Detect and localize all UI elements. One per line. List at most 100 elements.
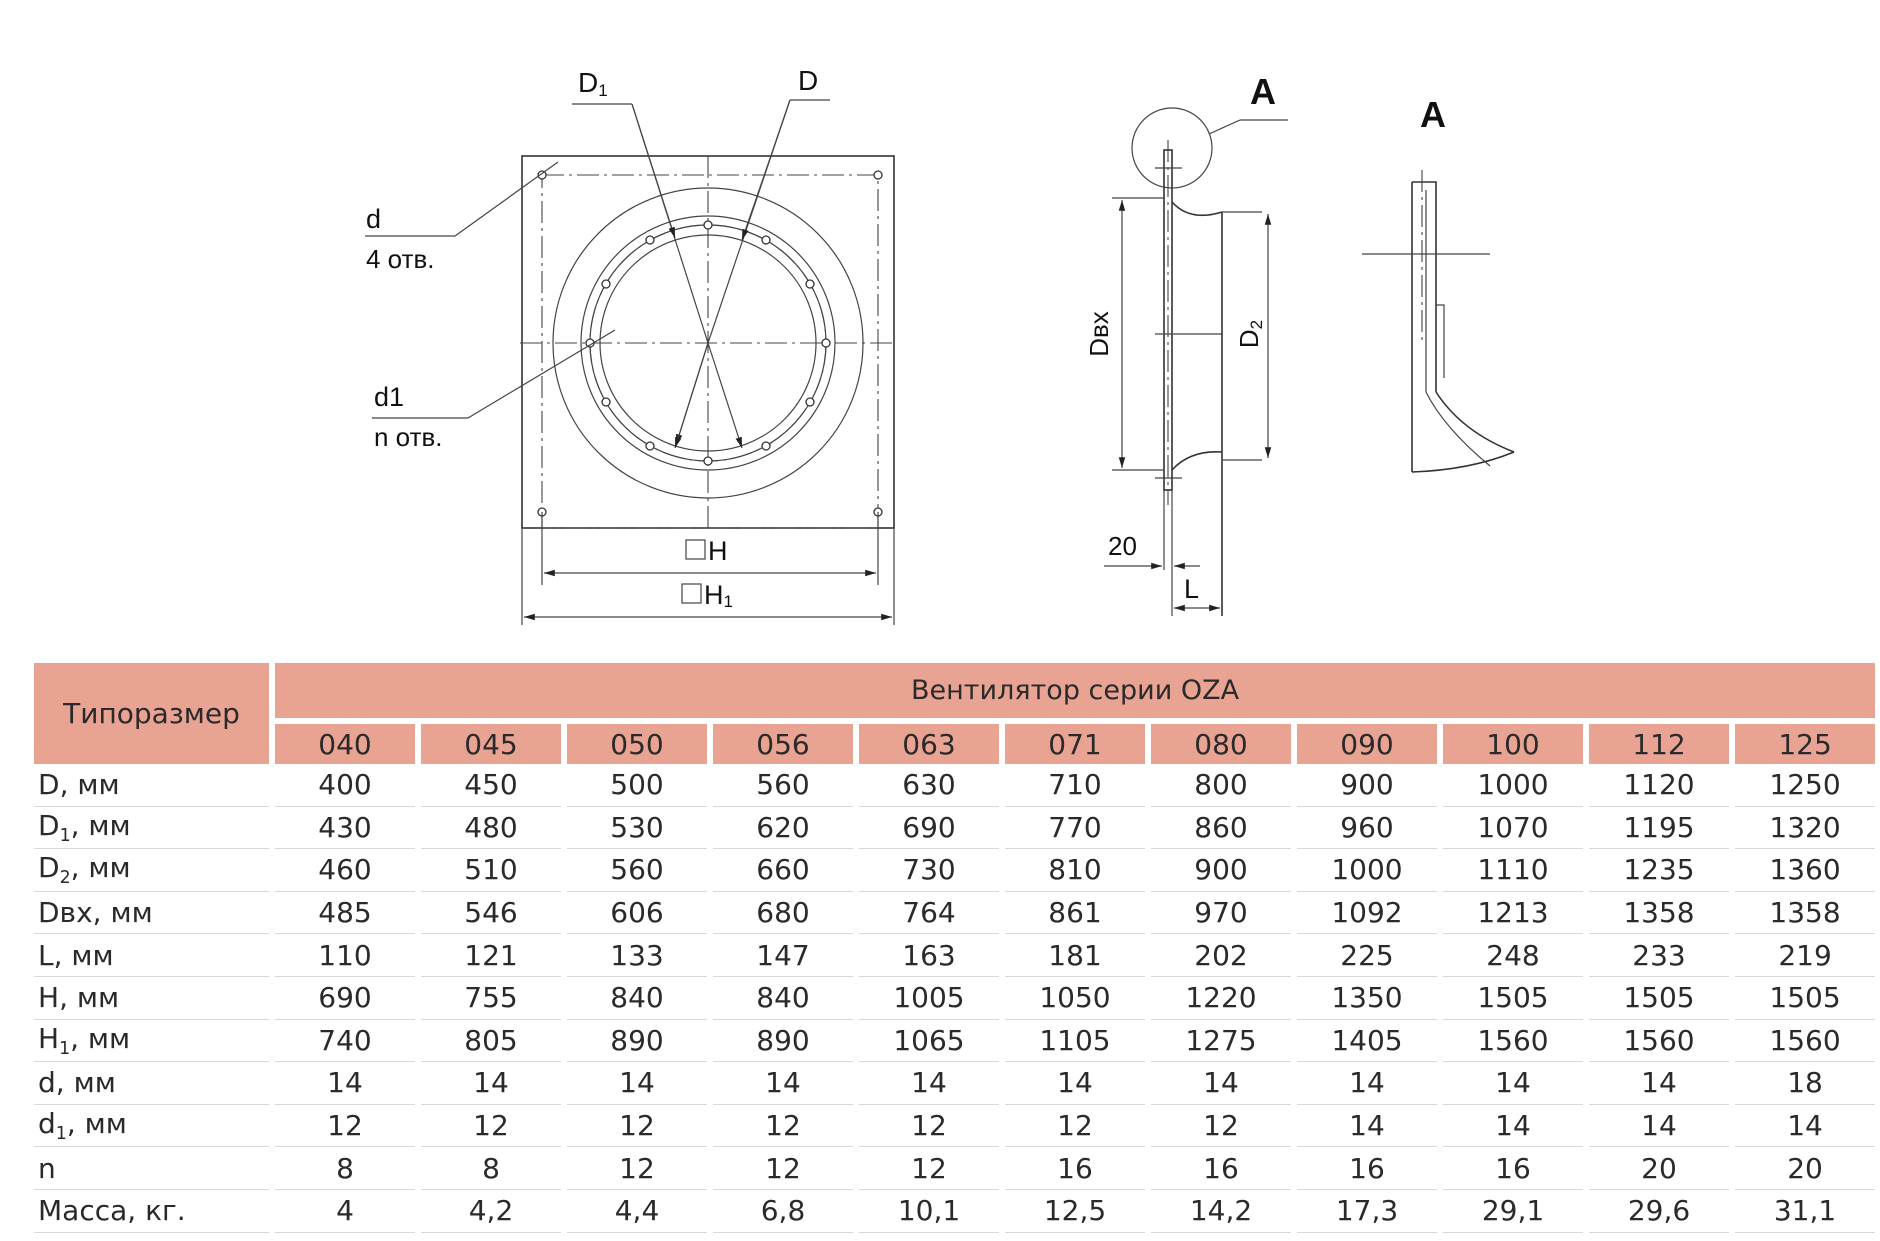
- table-cell: 147: [713, 934, 853, 977]
- table-cell: 1505: [1589, 977, 1729, 1020]
- label-D: D: [798, 65, 818, 96]
- table-cell: 1213: [1443, 892, 1583, 935]
- bolt-circle-outer: [580, 215, 836, 471]
- inner-square-H: [541, 174, 879, 529]
- label-d1: d1: [374, 382, 404, 412]
- table-cell: 163: [859, 934, 999, 977]
- table-cell: 1358: [1735, 892, 1876, 935]
- table-cell: 1000: [1297, 849, 1437, 892]
- table-cell: 12: [1151, 1105, 1291, 1148]
- table-cell: 970: [1151, 892, 1291, 935]
- inlet-circle: [599, 234, 817, 452]
- table-cell: 1560: [1589, 1020, 1729, 1063]
- table-cell: 16: [1297, 1147, 1437, 1190]
- table-cell: 1050: [1005, 977, 1145, 1020]
- row-label: D, мм: [34, 764, 269, 807]
- table-cell: 29,6: [1589, 1190, 1729, 1233]
- table-cell: 12: [859, 1147, 999, 1190]
- table-cell: 1065: [859, 1020, 999, 1063]
- flange-outer-circle: [552, 187, 864, 499]
- table-cell: 660: [713, 849, 853, 892]
- table-cell: 12: [421, 1105, 561, 1148]
- table-cell: 1250: [1735, 764, 1876, 807]
- table-cell: 1358: [1589, 892, 1729, 935]
- size-header-100: 100: [1443, 718, 1583, 764]
- table-cell: 1360: [1735, 849, 1876, 892]
- table-cell: 31,1: [1735, 1190, 1876, 1233]
- row-label: d1, мм: [34, 1105, 269, 1148]
- table-cell: 560: [567, 849, 707, 892]
- table-cell: 840: [567, 977, 707, 1020]
- table-cell: 12: [567, 1105, 707, 1148]
- table-cell: 546: [421, 892, 561, 935]
- table-cell: 14,2: [1151, 1190, 1291, 1233]
- table-cell: 181: [1005, 934, 1145, 977]
- table-cell: 510: [421, 849, 561, 892]
- table-cell: 12: [1005, 1105, 1145, 1148]
- corner-header: Типоразмер: [34, 663, 269, 764]
- table-cell: 861: [1005, 892, 1145, 935]
- table-cell: 14: [1589, 1062, 1729, 1105]
- table-cell: 14: [859, 1062, 999, 1105]
- table-cell: 202: [1151, 934, 1291, 977]
- label-d-holes: 4 отв.: [366, 244, 435, 274]
- table-cell: 233: [1589, 934, 1729, 977]
- table-cell: 1560: [1735, 1020, 1876, 1063]
- table-cell: 1005: [859, 977, 999, 1020]
- row-label: D1, мм: [34, 807, 269, 850]
- table-cell: 12: [567, 1147, 707, 1190]
- label-D1: D1: [578, 67, 608, 100]
- table-cell: 1505: [1735, 977, 1876, 1020]
- size-header-056: 056: [713, 718, 853, 764]
- table-cell: 14: [421, 1062, 561, 1105]
- table-cell: 530: [567, 807, 707, 850]
- table-cell: 755: [421, 977, 561, 1020]
- table-cell: 1000: [1443, 764, 1583, 807]
- table-cell: 1560: [1443, 1020, 1583, 1063]
- table-cell: 29,1: [1443, 1190, 1583, 1233]
- size-header-112: 112: [1589, 718, 1729, 764]
- size-header-040: 040: [275, 718, 415, 764]
- label-A-detail: A: [1420, 94, 1446, 135]
- row-label: H, мм: [34, 977, 269, 1020]
- table-cell: 1505: [1443, 977, 1583, 1020]
- table-cell: 8: [421, 1147, 561, 1190]
- table-cell: 248: [1443, 934, 1583, 977]
- detail-view-A: A: [1362, 94, 1515, 473]
- table-cell: 710: [1005, 764, 1145, 807]
- label-H: H: [708, 536, 728, 566]
- table-cell: 890: [567, 1020, 707, 1063]
- row-label: Масса, кг.: [34, 1190, 269, 1233]
- label-d1-holes: n отв.: [374, 422, 443, 452]
- table-cell: 860: [1151, 807, 1291, 850]
- table-cell: 1120: [1589, 764, 1729, 807]
- table-cell: 1105: [1005, 1020, 1145, 1063]
- table-cell: 1320: [1735, 807, 1876, 850]
- table-cell: 14: [567, 1062, 707, 1105]
- table-cell: 1220: [1151, 977, 1291, 1020]
- table-cell: 1110: [1443, 849, 1583, 892]
- row-label: n: [34, 1147, 269, 1190]
- label-Dvx: Dвх: [1084, 311, 1114, 357]
- table-cell: 430: [275, 807, 415, 850]
- table-cell: 20: [1589, 1147, 1729, 1190]
- table-cell: 14: [1443, 1105, 1583, 1148]
- table-cell: 12: [713, 1147, 853, 1190]
- label-D2: D2: [1234, 320, 1266, 348]
- label-20: 20: [1108, 531, 1137, 561]
- front-view: D1 D d 4 отв. d1 n отв. H H1: [365, 65, 896, 625]
- table-cell: 1092: [1297, 892, 1437, 935]
- side-view: A Dвх D2 20 L: [1084, 71, 1288, 616]
- table-cell: 730: [859, 849, 999, 892]
- table-cell: 12: [859, 1105, 999, 1148]
- label-d: d: [366, 204, 381, 234]
- table-cell: 4,4: [567, 1190, 707, 1233]
